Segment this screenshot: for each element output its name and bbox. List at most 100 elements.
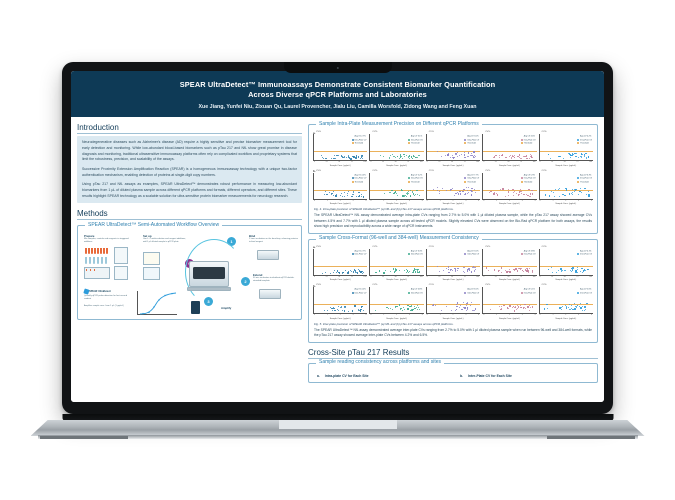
data-point [568, 306, 570, 308]
data-point [384, 270, 387, 272]
x-tick-label: 75 [519, 161, 522, 164]
data-point [459, 155, 461, 157]
data-point [447, 153, 449, 155]
data-point [379, 270, 381, 272]
data-point [354, 270, 357, 272]
data-point [417, 272, 419, 274]
data-point [501, 272, 503, 274]
data-point [355, 158, 357, 160]
data-point [414, 268, 417, 270]
data-point [582, 153, 584, 156]
data-point [355, 195, 357, 197]
data-point [408, 270, 410, 272]
x-tick-label: 1 [439, 314, 441, 317]
data-points [483, 249, 536, 275]
data-point [473, 269, 475, 271]
data-point [462, 301, 464, 304]
crosssite-sub-b-label: b. [460, 373, 464, 378]
data-point [520, 158, 522, 160]
data-point [551, 266, 553, 269]
data-point [506, 270, 508, 273]
data-point [576, 267, 578, 269]
x-tick-label: 3 [465, 314, 467, 317]
x-tick-label: 4 [478, 314, 480, 317]
x-tick-label: 4 [421, 199, 423, 202]
plot-legend: Avg CV 2.7%Inter-Plate CV [351, 250, 366, 257]
data-point [360, 156, 362, 158]
legend-entry: Avg CV 5.9% [523, 174, 535, 177]
data-point [527, 269, 529, 272]
data-point [464, 307, 466, 309]
data-point [561, 270, 563, 272]
data-point [331, 309, 334, 312]
y-axis-label: CV% [372, 131, 378, 134]
x-tick-label: 1 [326, 314, 328, 317]
data-point [455, 153, 457, 155]
data-point [470, 155, 472, 157]
data-point [349, 157, 351, 159]
x-tick-label: 0 [370, 161, 372, 164]
data-point [410, 156, 412, 158]
data-point [459, 193, 461, 195]
setup-plate-graphic-2 [143, 267, 160, 281]
data-point [569, 193, 571, 195]
data-point [343, 272, 345, 274]
data-point [329, 306, 331, 308]
methods-heading: Methods [77, 209, 302, 221]
x-tick-label: 100 [419, 275, 423, 278]
data-point [486, 267, 488, 269]
data-point [447, 154, 449, 156]
plot-legend: Avg CV 3.3%Inter-Plate CV [407, 250, 423, 257]
data-points [483, 134, 536, 160]
data-point [470, 302, 473, 304]
data-point [375, 271, 377, 273]
scatter-plot: CV%Avg CV 2.7%Inter-Plate CV [313, 246, 368, 276]
y-axis-label: CV% [541, 284, 547, 287]
data-point [409, 155, 411, 157]
data-point [407, 305, 409, 307]
data-points [540, 173, 593, 199]
data-point [565, 189, 567, 191]
data-point [444, 155, 446, 157]
data-point [333, 308, 335, 310]
legend-entry: Inter-Plate CV [407, 253, 423, 256]
data-point [450, 188, 452, 190]
data-point [397, 194, 399, 197]
data-point [340, 307, 342, 309]
data-point [474, 269, 476, 271]
data-point [448, 267, 450, 269]
data-point [527, 194, 529, 196]
laptop-foot-right [547, 436, 635, 439]
data-point [402, 306, 405, 309]
data-point [459, 307, 461, 309]
legend-entry: Avg CV 3.8% [523, 250, 535, 253]
crosssite-heading: Cross-Site pTau 217 Results [308, 348, 598, 359]
data-point [471, 190, 473, 192]
data-point [558, 195, 560, 197]
data-point [572, 154, 575, 156]
data-point [344, 192, 346, 194]
data-point [401, 157, 403, 159]
data-point [471, 267, 474, 269]
data-point [587, 269, 589, 271]
plot-legend: Avg CV 4.2%Inter-Plate CV [351, 288, 366, 295]
data-point [575, 188, 577, 190]
x-tick-label: 0 [483, 314, 485, 317]
data-point [527, 306, 529, 308]
data-point [399, 154, 401, 156]
data-point [410, 305, 412, 307]
workflow-step-1-title: Set up [143, 234, 152, 239]
data-point [406, 191, 408, 194]
data-point [344, 306, 346, 308]
x-tick-label: 0 [483, 161, 485, 164]
